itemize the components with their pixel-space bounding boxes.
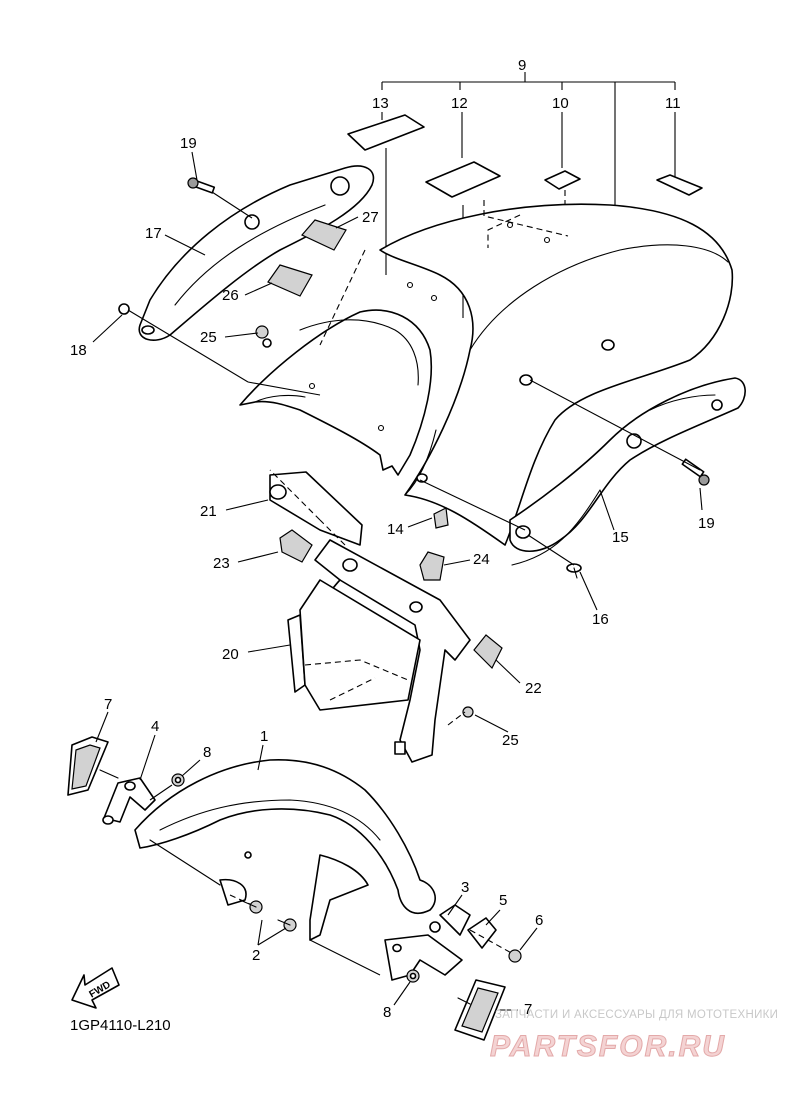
callout-numbers: 9 13 12 10 11 19 17 27 26 25 18 19 15 16… — [70, 57, 715, 1021]
reflector-right — [454, 979, 506, 1041]
callout-27: 27 — [362, 209, 379, 226]
callout-7-right: 7 — [524, 1001, 532, 1018]
watermark-brand: PARTSFOR.RU — [490, 1030, 726, 1063]
decal-11 — [656, 174, 703, 196]
rubber-22 — [473, 634, 503, 670]
reflector-left — [67, 736, 119, 796]
callout-7-left: 7 — [104, 696, 112, 713]
callout-17: 17 — [145, 225, 162, 242]
watermark: ЗАПЧАСТИ И АКСЕССУАРЫ ДЛЯ МОТОТЕХНИКИ PA… — [490, 1009, 778, 1064]
pad-27 — [301, 219, 347, 251]
callout-4: 4 — [151, 718, 159, 735]
rubber-24 — [419, 551, 445, 581]
nut-25-top — [255, 325, 272, 348]
callout-14: 14 — [387, 521, 404, 538]
diagram-code: 1GP4110-L210 — [70, 1017, 171, 1034]
bolt-6 — [508, 949, 522, 963]
callout-24: 24 — [473, 551, 490, 568]
bolt-2b — [277, 918, 297, 932]
callout-21: 21 — [200, 503, 217, 520]
callout-18: 18 — [70, 342, 87, 359]
inner-fender-section — [239, 249, 433, 476]
callout-19-right: 19 — [698, 515, 715, 532]
front-fender — [134, 758, 436, 941]
callout-22: 22 — [525, 680, 542, 697]
callout-23: 23 — [213, 555, 230, 572]
washer-18 — [118, 303, 130, 315]
nut-8-top — [171, 773, 185, 787]
callout-13: 13 — [372, 95, 389, 112]
callout-15: 15 — [612, 529, 629, 546]
bracket-front — [309, 904, 516, 981]
callout-3: 3 — [461, 879, 469, 896]
callout-26: 26 — [222, 287, 239, 304]
bolt-19-top — [187, 177, 216, 194]
callout-1: 1 — [260, 728, 268, 745]
nut-25-lower — [447, 706, 474, 726]
license-bracket — [269, 469, 471, 763]
callout-8-top: 8 — [203, 744, 211, 761]
callout-2: 2 — [252, 947, 260, 964]
side-stay-15 — [509, 377, 746, 566]
rear-fender — [379, 200, 734, 546]
callout-6: 6 — [535, 912, 543, 929]
clip-16 — [566, 563, 582, 579]
callout-5: 5 — [499, 892, 507, 909]
decal-10 — [544, 170, 581, 190]
callout-20: 20 — [222, 646, 239, 663]
callout-leaders — [92, 151, 703, 1011]
rubber-23 — [279, 529, 313, 563]
stay-4 — [102, 777, 156, 825]
pad-26 — [267, 264, 313, 297]
callout-16: 16 — [592, 611, 609, 628]
callout-25-lower: 25 — [502, 732, 519, 749]
callout-19-top: 19 — [180, 135, 197, 152]
callout-12: 12 — [451, 95, 468, 112]
watermark-tagline: ЗАПЧАСТИ И АКСЕССУАРЫ ДЛЯ МОТОТЕХНИКИ — [495, 1009, 778, 1021]
callout-8-bottom: 8 — [383, 1004, 391, 1021]
callout-25-top: 25 — [200, 329, 217, 346]
callout-10: 10 — [552, 95, 569, 112]
bolt-2a — [239, 899, 263, 914]
fwd-arrow-icon: FWD — [71, 967, 120, 1009]
clip-14 — [433, 507, 449, 529]
decal-12 — [425, 161, 501, 198]
decal-13 — [347, 114, 425, 151]
side-stay-17 — [138, 165, 375, 341]
nut-8-bottom — [406, 969, 420, 983]
callout-9: 9 — [518, 57, 526, 74]
callout-11: 11 — [665, 95, 681, 112]
